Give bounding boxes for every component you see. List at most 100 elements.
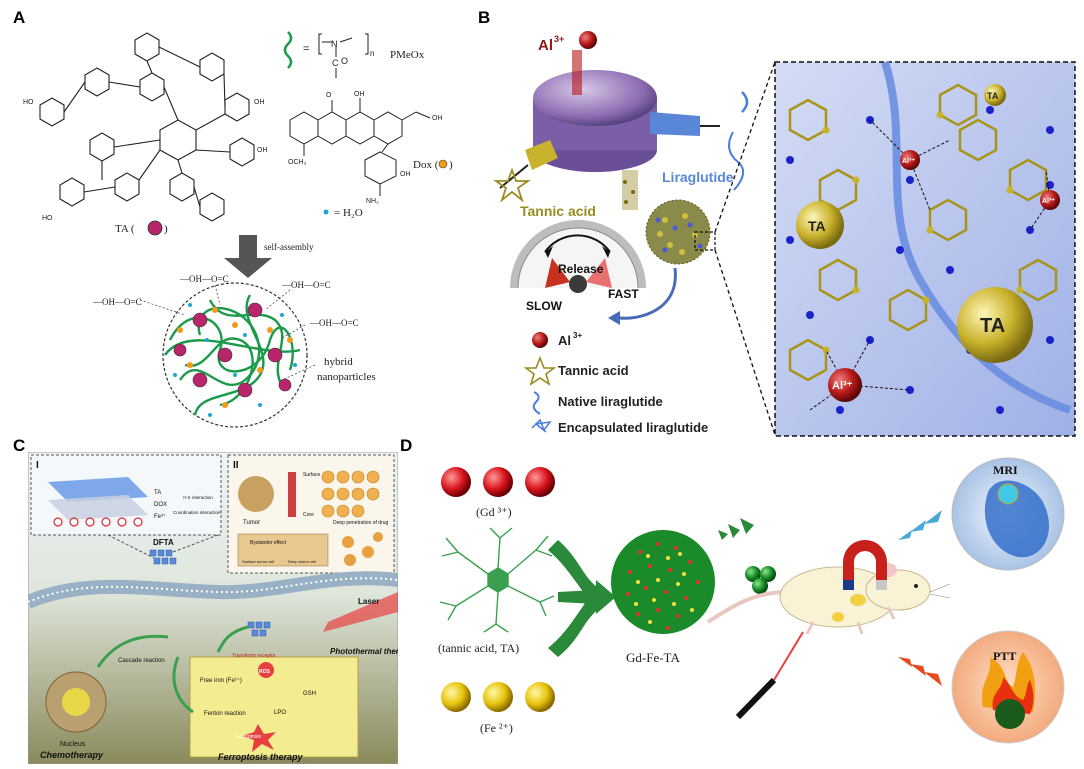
transferrin-label: Transferrin receptor	[232, 653, 276, 659]
legend-star-icon	[523, 355, 557, 386]
inset-ii-label: II	[233, 460, 239, 471]
gd-fe-ta-label: Gd-Fe-TA	[626, 650, 680, 665]
pmeox-c-atom: C	[332, 58, 339, 68]
al-sphere-icon	[579, 31, 597, 49]
zoom-al-label-3: Al³⁺	[832, 380, 853, 392]
lpo-label: LPO	[274, 710, 286, 716]
bond-label-2: —OH—O=C	[179, 274, 229, 284]
bond-label-3: —OH—O=C	[281, 280, 331, 290]
pmeox-o-atom: O	[341, 56, 348, 66]
bond-label-4: —OH—O=C	[309, 318, 359, 328]
fast-label: FAST	[608, 287, 639, 301]
deep-tumor-label: Deep tumor cell	[288, 559, 316, 564]
ptt-label: PTT	[993, 649, 1016, 663]
gd-fe-ta-nanoparticle	[611, 530, 715, 634]
legend-encapsulated-label: Encapsulated liraglutide	[558, 420, 708, 435]
ta-label-close: )	[164, 223, 168, 235]
h2o-dot-icon	[323, 209, 329, 215]
gd-label: (Gd ³⁺)	[476, 505, 512, 519]
panel-a-figure: HO OH OH HO TA ( ) = N n C O PMeOx O OH …	[23, 31, 453, 428]
oh-label-2: OH	[254, 99, 265, 106]
panel-letter-b: B	[478, 8, 491, 27]
legend-tannic-label: Tannic acid	[558, 363, 629, 378]
coordination-label: Coordination interaction	[173, 510, 221, 515]
tannic-acid-structure	[39, 32, 255, 222]
panel-d-figure: (Gd ³⁺) (tannic acid, TA) (Fe ²⁺)	[418, 452, 1082, 764]
legend-tangle-icon	[531, 418, 552, 433]
dox-label-close: )	[449, 159, 453, 171]
cycle-arrow	[619, 267, 677, 320]
gd-ion-group	[441, 467, 555, 497]
ferroptosis-star-icon	[242, 724, 276, 752]
al-top-label: Al	[538, 37, 553, 54]
pmeox-wavy-icon	[283, 31, 293, 69]
converge-arrows	[548, 540, 616, 657]
zoom-ta-label-1: TA	[987, 91, 999, 101]
release-label: Release	[558, 262, 604, 276]
dox-label: Dox (	[413, 159, 439, 171]
mri-label: MRI	[993, 463, 1018, 477]
panel-letter-c: C	[13, 436, 26, 455]
liraglutide-wave-icon	[741, 91, 749, 113]
zoom-ta-label-3: TA	[980, 315, 1005, 337]
inset-dox-label: DOX	[154, 502, 167, 508]
legend-native-label: Native liraglutide	[558, 394, 663, 409]
dox-o-1: O	[326, 92, 332, 99]
small-chevrons	[718, 518, 754, 540]
core-label: Core	[303, 512, 314, 518]
tannic-star-icon	[493, 167, 531, 203]
laser-label: Laser	[358, 597, 379, 606]
dfta-label: DFTA	[153, 538, 174, 547]
nucleus-label: Nucleus	[60, 741, 86, 748]
al-top-sup: 3+	[554, 34, 564, 44]
fenton-label: Fenton reaction	[204, 711, 246, 717]
self-assembly-arrow	[224, 235, 272, 278]
pmeox-label: PMeOx	[390, 49, 425, 61]
gsh-label: GSH	[303, 691, 316, 697]
inset-ta-label: TA	[154, 490, 161, 496]
h2o-label: = H₂O	[334, 207, 363, 219]
pi-interaction-label: π-π interaction	[183, 495, 213, 500]
zoom-al-label-2: Al³⁺	[1042, 198, 1055, 205]
magnet-icon	[843, 540, 887, 590]
ta-label: TA (	[115, 223, 135, 235]
ferroptosis-box	[189, 656, 359, 758]
ferroptosis-therapy-label: Ferroptosis therapy	[218, 752, 304, 762]
cascade-label: Cascade reaction	[118, 658, 165, 664]
legend: Al 3+ Tannic acid Native liraglutide Enc…	[523, 331, 708, 435]
bond-leader-lines	[139, 284, 316, 381]
zoom-ta-label-2: TA	[808, 218, 826, 234]
tumor-label: Tumor	[243, 520, 260, 526]
panel-letter-d: D	[400, 436, 413, 455]
dox-dot-icon	[438, 159, 448, 169]
ho-label-2: HO	[42, 215, 53, 222]
photothermal-label: Photothermal therapy	[330, 647, 398, 656]
pmeox-n-atom: N	[331, 39, 338, 49]
ferroptosis-star-label: Ferroptosis	[236, 734, 262, 740]
slow-label: SLOW	[526, 299, 563, 313]
panel-c-figure: I TA DOX Fe³⁺ π-π interaction Coordinati…	[28, 452, 398, 764]
zoom-box	[694, 231, 716, 251]
hybrid-nanoparticle	[162, 282, 308, 428]
legend-wave-icon	[532, 391, 541, 415]
hybrid-label: hybrid	[324, 356, 353, 368]
legend-al-sup: 3+	[573, 331, 582, 340]
ta-molecule-icon	[439, 527, 555, 633]
pmeox-structure	[318, 33, 369, 78]
dox-structure	[289, 98, 431, 196]
legend-al-icon	[532, 332, 548, 348]
dox-nh2: NH₂	[366, 198, 379, 205]
deep-penetration-label: Deep penetration of drug	[333, 520, 389, 526]
pmeox-equals: =	[303, 43, 309, 55]
zoom-al-label-1: Al³⁺	[902, 158, 915, 165]
ros-label: ROS	[259, 669, 271, 675]
microfluidic-device	[499, 50, 720, 210]
free-iron-label: Free iron (Fe²⁺)	[200, 677, 242, 684]
ta-nanoparticle	[645, 199, 711, 265]
laser-pen-icon	[735, 631, 804, 720]
oh-label-3: OH	[257, 147, 268, 154]
bystander-label: Bystander effect	[250, 540, 287, 546]
pmeox-n-sub: n	[370, 49, 374, 58]
dox-oh-2: OH	[432, 115, 443, 122]
oh-label: HO	[23, 99, 34, 106]
